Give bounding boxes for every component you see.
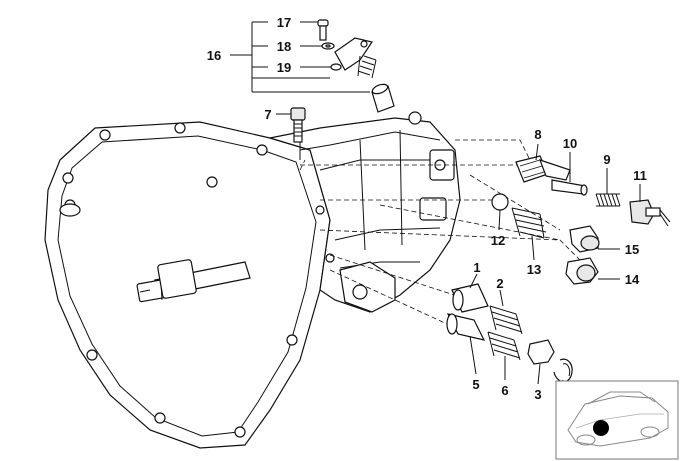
part-18-washer <box>321 42 335 50</box>
part-11-switch <box>629 199 671 227</box>
callout-6: 6 <box>501 383 508 398</box>
callout-2: 2 <box>496 276 503 291</box>
callout-9: 9 <box>603 152 610 167</box>
callout-5: 5 <box>472 377 479 392</box>
part-9-spring <box>595 193 621 207</box>
callout-10: 10 <box>563 136 577 151</box>
callout-17: 17 <box>277 15 291 30</box>
part-12-ball <box>491 193 509 211</box>
spring-upper <box>357 55 377 79</box>
part-5-sleeve <box>446 313 486 341</box>
callout-18: 18 <box>277 39 291 54</box>
part-1-sleeve <box>451 283 489 313</box>
callout-11: 11 <box>633 168 647 183</box>
part-6-spring <box>487 331 521 361</box>
part-19-ring <box>330 63 342 71</box>
callout-14: 14 <box>625 272 640 287</box>
callout-16: 16 <box>207 48 221 63</box>
part-17-bolt <box>317 19 329 41</box>
callout-8: 8 <box>534 127 541 142</box>
part-15-plug <box>569 225 600 253</box>
callout-12: 12 <box>491 233 505 248</box>
leader-lines <box>230 21 641 387</box>
callout-15: 15 <box>625 242 639 257</box>
cap-upper <box>371 83 395 113</box>
callout-19: 19 <box>277 60 291 75</box>
car-location-icon <box>555 380 679 460</box>
part-13-spring <box>511 207 547 239</box>
part-8-sleeve <box>515 155 571 183</box>
part-3-cap <box>527 339 555 365</box>
callout-1: 1 <box>473 260 480 275</box>
callout-3: 3 <box>534 387 541 402</box>
location-dot <box>593 420 609 436</box>
part-14-cap <box>565 257 599 285</box>
gearbox-housing <box>44 111 461 449</box>
bracket <box>334 37 373 71</box>
part-2-spring <box>489 305 523 335</box>
part-4-circlip <box>553 358 573 383</box>
part-10-pin <box>551 179 588 196</box>
callout-7: 7 <box>264 107 271 122</box>
callout-13: 13 <box>527 262 541 277</box>
